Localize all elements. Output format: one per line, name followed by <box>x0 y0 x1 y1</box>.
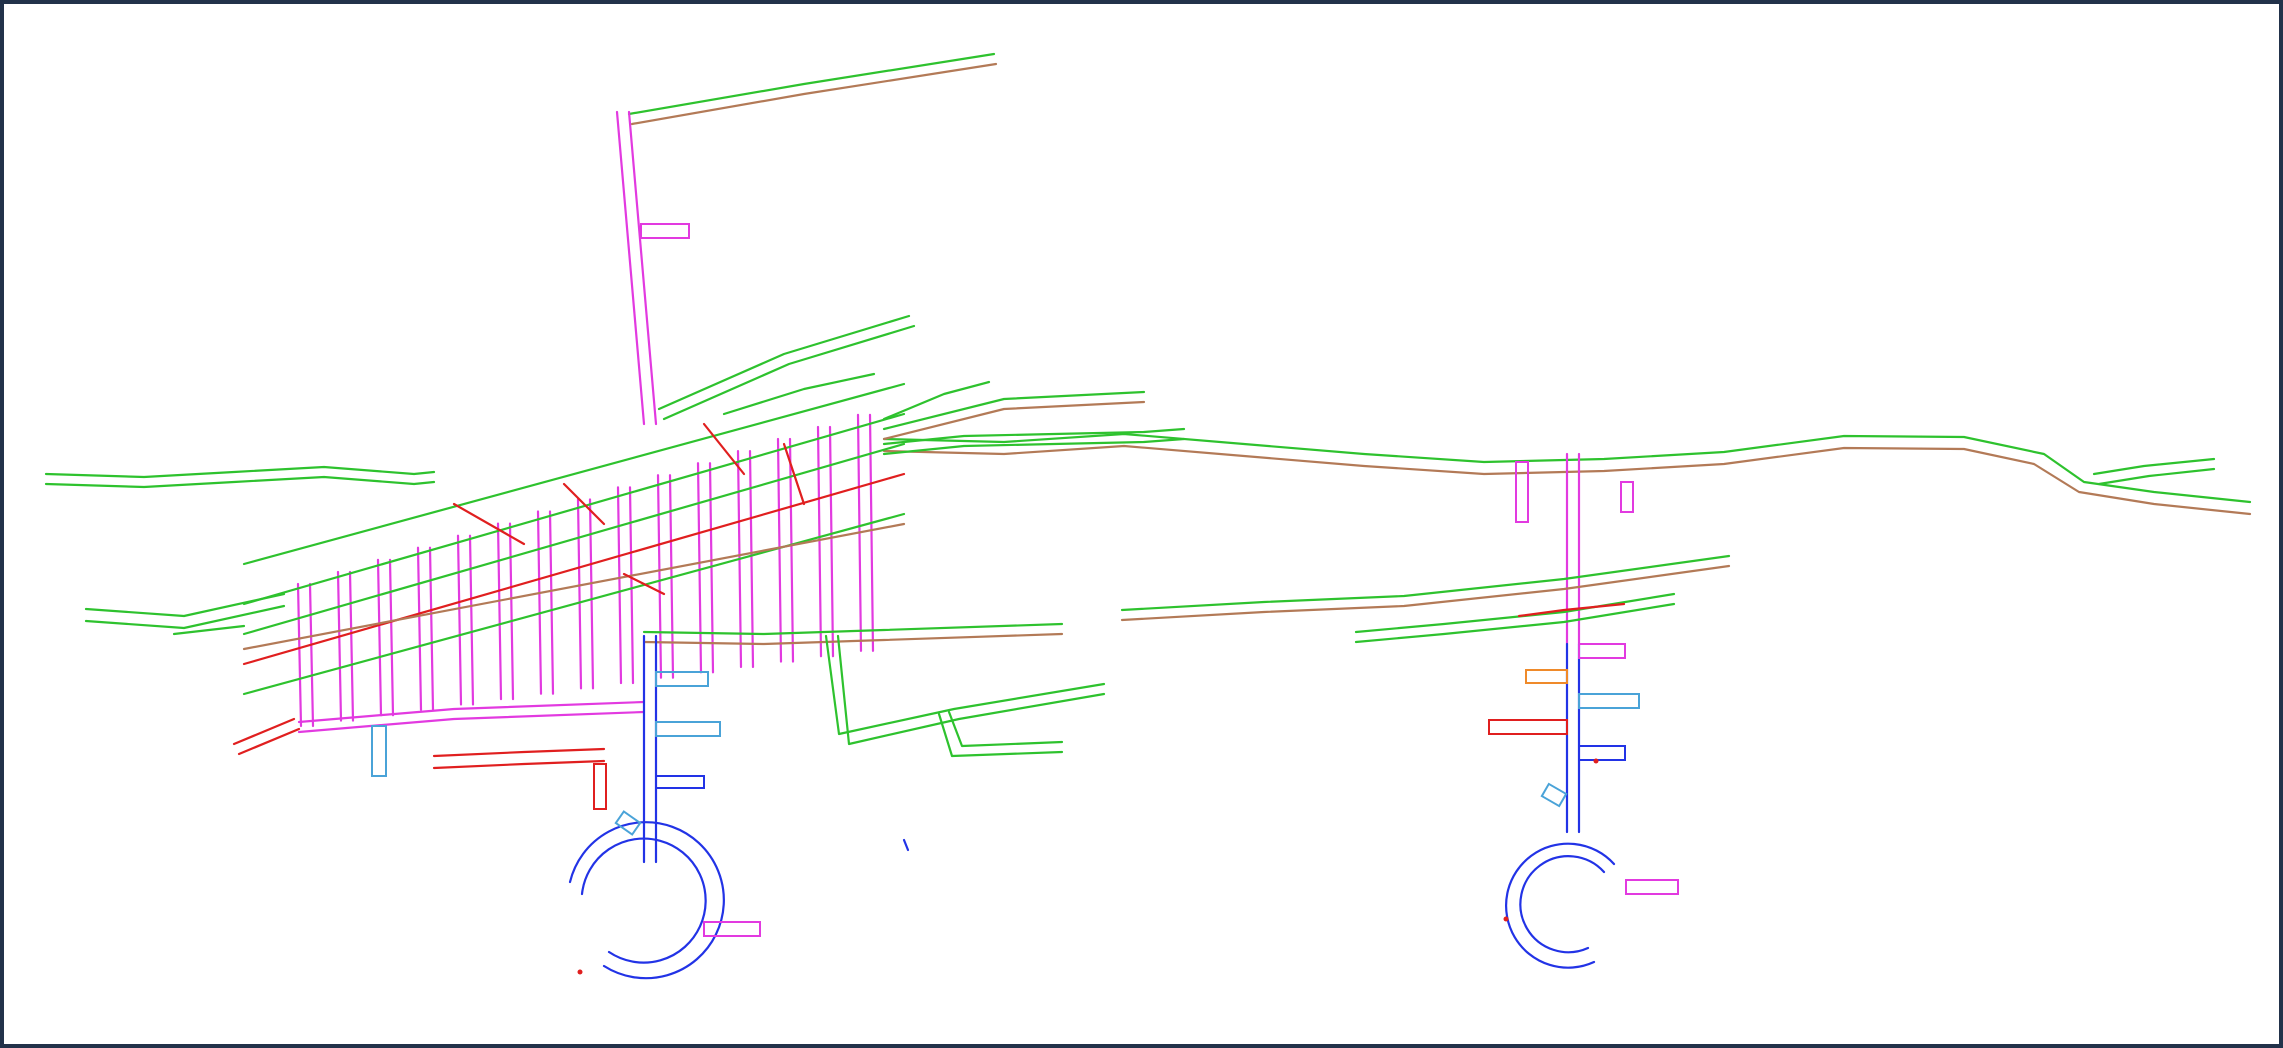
stope-grid <box>242 382 906 728</box>
lightblue-stub-west <box>371 725 387 777</box>
east-spur-green <box>2092 457 2216 476</box>
ne-drift-3 <box>882 380 991 421</box>
main-upper-drift <box>44 427 2252 516</box>
ne-drift-1b <box>662 324 916 421</box>
cross-cut <box>308 582 315 728</box>
upper-drift-mid-green <box>882 427 1186 446</box>
cross-cut <box>708 462 715 674</box>
lower-main-green <box>642 622 1064 636</box>
cross-cut <box>388 558 395 717</box>
sw-red-spur-b <box>237 727 301 756</box>
west-lower-green-b <box>84 604 286 630</box>
north-drift-top <box>627 52 996 116</box>
west-decline <box>568 634 910 980</box>
cross-cut <box>548 510 555 695</box>
south-drift-green-b <box>836 634 1106 746</box>
cross-cut <box>496 522 503 701</box>
north-drift-top-b <box>630 62 998 126</box>
cross-cut <box>616 486 623 685</box>
cross-cut <box>376 558 383 717</box>
upper-drift-west-green <box>44 465 436 479</box>
cross-cut <box>656 474 663 679</box>
cross-cut <box>296 582 303 728</box>
cross-cut <box>348 570 355 722</box>
cross-cut <box>696 462 703 674</box>
red-marker-west <box>577 969 583 975</box>
bottom-ramp-magenta-b <box>297 710 646 734</box>
cross-cut <box>508 522 515 701</box>
lower-main-brown <box>642 632 1064 646</box>
cross-cut <box>536 510 543 695</box>
red-link <box>702 422 746 476</box>
panel-drift <box>242 522 906 651</box>
west-lower-green-c <box>172 624 246 636</box>
cross-cut <box>456 534 463 706</box>
red-link <box>452 502 526 546</box>
northwest-drifts <box>627 52 1146 441</box>
red-drift-lower <box>432 747 606 758</box>
east-decline <box>1488 452 1679 969</box>
west-lower-green <box>84 592 286 618</box>
east-lower-drifts <box>1120 554 1731 644</box>
ne-drift-4 <box>882 390 1146 431</box>
bottom-ramp-magenta <box>297 700 646 724</box>
cross-cut <box>576 498 583 690</box>
cross-cut <box>416 546 423 711</box>
ne-drift-1 <box>657 314 911 411</box>
panel-drift <box>242 442 906 636</box>
east-spur-green-b <box>2097 467 2216 486</box>
cross-cut <box>428 546 435 711</box>
ne-drift-4b <box>882 400 1146 441</box>
cross-cut <box>336 570 343 722</box>
lower-left-drifts <box>84 592 1106 810</box>
cross-cut <box>776 437 783 663</box>
upper-drift-west-green-b <box>44 475 436 489</box>
south-branch-green-b <box>947 710 1064 748</box>
red-link <box>562 482 606 526</box>
red-link <box>622 572 666 596</box>
red-stub-lower <box>593 763 607 810</box>
cross-cut <box>588 498 595 690</box>
red-drift-lower-b <box>432 759 606 770</box>
cross-cut <box>468 534 475 706</box>
cross-cut <box>868 413 875 652</box>
sw-red-spur <box>232 717 296 746</box>
upper-drift-mid-green-b <box>882 437 1186 456</box>
cross-cut <box>828 425 835 658</box>
panel-drift <box>242 512 906 696</box>
ne-drift-2 <box>722 372 876 416</box>
cross-cut <box>628 486 635 685</box>
red-link <box>782 442 806 506</box>
upper-drift-east-green <box>882 432 2252 504</box>
cross-cut <box>816 425 823 658</box>
panel-drift <box>242 382 906 566</box>
panel-drift <box>242 472 906 666</box>
upper-drift-east-brown <box>882 444 2252 516</box>
mine-plan-drawing <box>44 52 2252 980</box>
panel-drift <box>242 412 906 606</box>
south-branch-green <box>937 712 1064 758</box>
vertical-raise <box>615 110 690 426</box>
red-marker-east <box>1503 916 1509 922</box>
south-drift-green <box>824 634 1106 736</box>
